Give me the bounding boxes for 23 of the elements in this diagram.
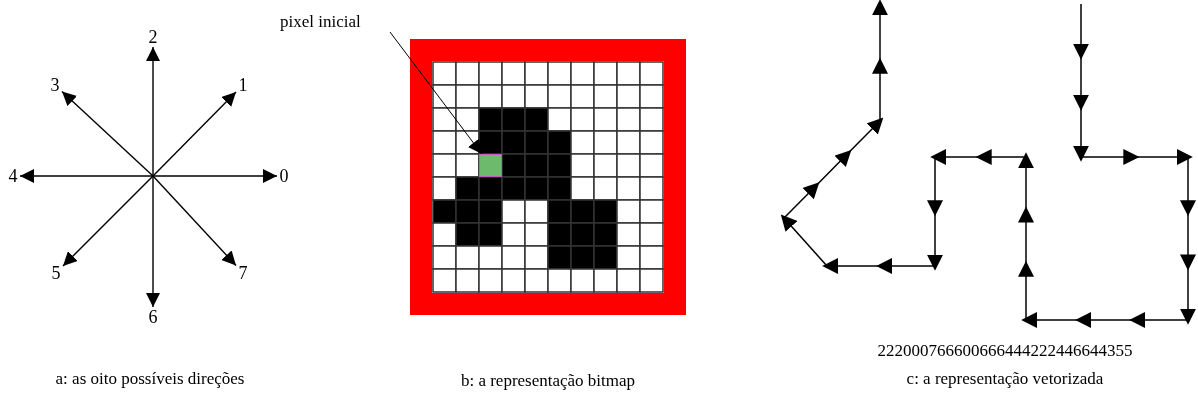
direction-number: 6: [146, 307, 160, 327]
direction-number: 7: [236, 263, 250, 283]
arrow: [152, 169, 278, 183]
direction-number: 4: [6, 166, 20, 186]
direction-number: 3: [48, 75, 62, 95]
callout-label: pixel inicial: [280, 12, 361, 32]
arrow: [152, 175, 237, 267]
direction-number: 1: [236, 75, 250, 95]
direction-number: 0: [277, 166, 291, 186]
leader-line: [389, 31, 483, 155]
chain-code-text: 222000766600666444222446644355: [876, 340, 1134, 361]
arrow: [62, 175, 154, 267]
arrow: [61, 90, 154, 177]
arrow: [146, 175, 160, 308]
direction-number: 5: [49, 263, 63, 283]
direction-number: 2: [146, 27, 160, 47]
panel-caption: c: a representação vetorizada: [905, 368, 1105, 389]
panel-caption: b: a representação bitmap: [459, 370, 637, 391]
initial-pixel: [479, 154, 502, 177]
arrow: [152, 91, 237, 177]
panel-caption: a: as oito possíveis direções: [55, 368, 245, 389]
arrow: [19, 169, 154, 183]
arrow: [146, 46, 160, 177]
